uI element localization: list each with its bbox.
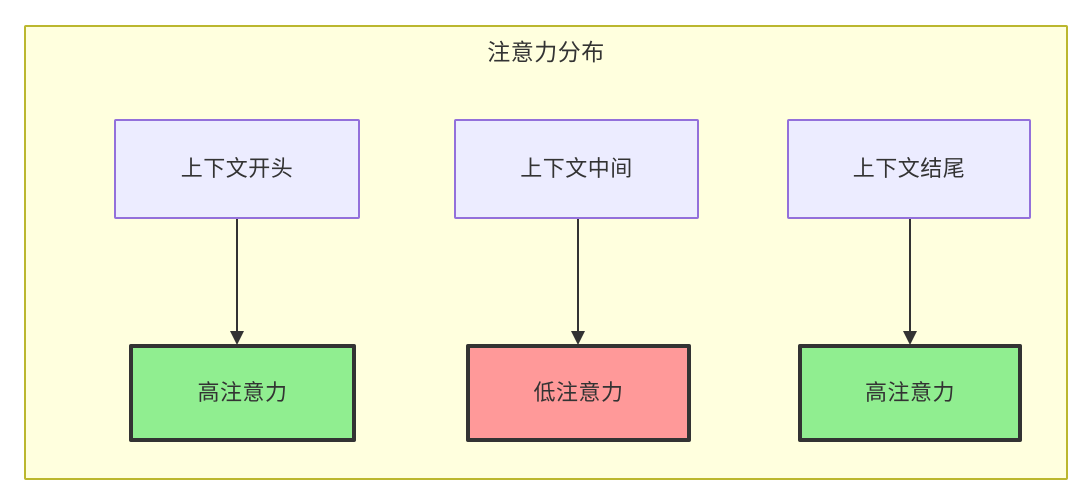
node-context-middle[interactable]: 上下文中间 — [454, 119, 699, 219]
edge-context-start-to-high-attention — [229, 219, 245, 345]
node-low-attention-middle[interactable]: 低注意力 — [466, 344, 691, 442]
arrowhead-icon — [230, 331, 244, 345]
node-high-attention-end[interactable]: 高注意力 — [798, 344, 1022, 442]
node-context-end[interactable]: 上下文结尾 — [787, 119, 1031, 219]
diagram-title: 注意力分布 — [487, 39, 605, 65]
arrowhead-icon — [903, 331, 917, 345]
node-context-start[interactable]: 上下文开头 — [114, 119, 360, 219]
edge-context-end-to-high-attention — [902, 219, 918, 345]
arrowhead-icon — [571, 331, 585, 345]
attention-distribution-container: 注意力分布 上下文开头 上下文中间 上下文结尾 高注意力 低注 — [24, 25, 1068, 480]
node-high-attention-start[interactable]: 高注意力 — [129, 344, 356, 442]
edge-context-middle-to-low-attention — [570, 219, 586, 345]
